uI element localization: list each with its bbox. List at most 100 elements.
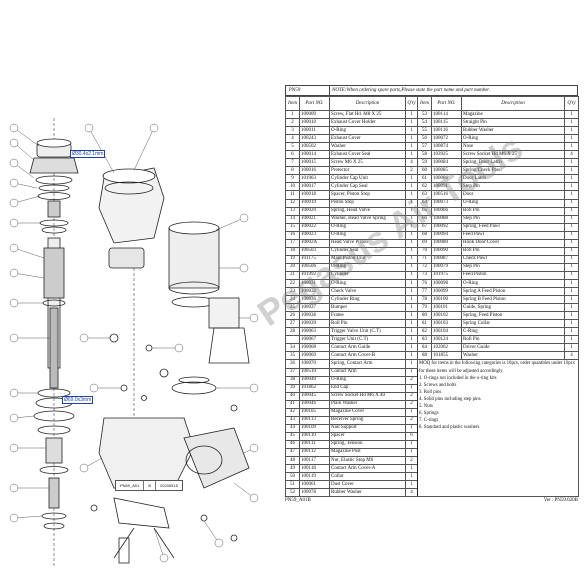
cell-part-no: 101175	[299, 254, 330, 264]
cell-qty: 4	[564, 351, 579, 361]
cell-part-no: 100087	[431, 254, 462, 264]
cell-item: 9	[285, 174, 300, 184]
cell-description: Cylinder	[329, 270, 406, 280]
cell-part-no: 100101	[431, 303, 462, 313]
cell-description: Contact Arm	[329, 367, 406, 377]
exploded-parts-diagram: Ø30.4x2.1mm Ø69.0x3mm	[4, 88, 266, 586]
cell-qty: 1	[405, 295, 418, 305]
col-part-no: Part NO.	[299, 96, 330, 111]
cell-qty: 1	[405, 303, 418, 313]
cell-qty: 1	[405, 150, 418, 160]
cell-part-no: 100019	[299, 198, 330, 208]
cell-part-no: 100102	[431, 311, 462, 321]
cell-part-no: 100023	[299, 230, 330, 240]
cell-description: Spring A Feed Piston	[461, 287, 565, 297]
cell-part-no: 100502	[299, 142, 330, 152]
cell-part-no: 100021	[299, 214, 330, 224]
cell-description: Step Pin	[461, 262, 565, 272]
cell-item: 16	[285, 230, 300, 240]
moq-note-text: MOQ for items in the following categorie…	[419, 361, 575, 374]
cell-description: Straight Pin	[461, 118, 565, 128]
cell-item: 65	[417, 206, 432, 216]
cell-description: Bumper	[329, 303, 406, 313]
cell-part-no: 100112	[299, 447, 330, 458]
cell-description: Step Pin	[461, 182, 565, 192]
cell-item: 79	[417, 303, 432, 313]
parts-list-sheet: PN59 NOTE:When ordering spare parts,Plea…	[285, 85, 579, 504]
cell-part-no: 100011	[299, 126, 330, 136]
cell-part-no: 100015	[299, 158, 330, 168]
cell-part-no: 100098	[431, 278, 462, 289]
cell-item: 60	[417, 166, 432, 176]
cell-qty: 1	[405, 311, 418, 321]
cell-description: Spring, Contact Arm	[329, 359, 406, 369]
cell-description: Piston Stop	[329, 198, 406, 208]
cell-description: Spring, Feed Pawl	[461, 222, 565, 232]
dimension-label-top: Ø30.4x2.1mm	[70, 150, 106, 158]
cell-item: 11	[285, 190, 300, 200]
cell-part-no: 100118	[299, 464, 330, 474]
cell-description: Roll Pin	[461, 335, 565, 345]
cell-qty: 1	[564, 118, 579, 128]
cell-part-no: 100114	[431, 109, 462, 120]
cell-description: Trigger Valve Unit (C.T)	[329, 327, 406, 337]
cell-qty: 4	[405, 488, 418, 498]
cell-description: Feed Piston	[461, 270, 565, 280]
cell-description: Contact Arm Cover-A	[329, 464, 406, 474]
cell-item: 41	[285, 399, 300, 409]
cell-description: Frame	[329, 311, 406, 321]
cell-qty: 2	[405, 456, 418, 466]
cell-part-no: 100073	[431, 198, 462, 208]
cell-item: 13	[285, 206, 300, 216]
cell-description: Step Pin	[461, 214, 565, 224]
sheet-footer-right: Ver : PN59.020B	[543, 498, 578, 504]
cell-part-no: 100109	[299, 423, 330, 433]
cell-item: 80	[417, 311, 432, 321]
cell-item: 58	[417, 150, 432, 160]
cell-qty: 2	[405, 166, 418, 176]
cell-description: Main Piston Unit	[329, 254, 406, 264]
cell-description: Screw Socket Hd M6 X 40	[329, 391, 406, 401]
cell-qty: 1	[564, 278, 579, 289]
cell-qty: 4	[405, 158, 418, 168]
cell-qty: 1	[405, 182, 418, 192]
cell-description: Screw, Flat Hd. M8 X 25	[329, 109, 406, 120]
col-description: Description	[329, 96, 406, 111]
cell-description: Driver Guide	[461, 343, 565, 353]
cell-item: 48	[285, 456, 300, 466]
cell-part-no: 100046	[299, 399, 330, 409]
cell-qty: 1	[564, 319, 579, 329]
cell-qty: 1	[405, 407, 418, 417]
cell-part-no: 100084	[431, 158, 462, 168]
cell-item: 14	[285, 214, 300, 224]
cell-description: Spacer	[329, 431, 406, 441]
cell-description: Spring, Head Valve	[329, 206, 406, 216]
cell-item: 26	[285, 311, 300, 321]
cell-part-no: 100110	[299, 431, 330, 441]
cell-description: Nut, Elastic Stop M6	[329, 456, 406, 466]
cell-description: Dust Cover	[329, 480, 406, 490]
cell-description: O-Ring	[329, 262, 406, 272]
cell-part-no: 101855	[431, 351, 462, 361]
cell-qty: 1	[405, 246, 418, 256]
cell-part-no: 101992	[299, 270, 330, 280]
cell-item: 53	[417, 109, 432, 120]
cell-qty: 1	[564, 182, 579, 192]
cell-part-no: 100040	[299, 375, 330, 385]
cell-qty: 1	[564, 158, 579, 168]
cell-description: O-Ring	[329, 126, 406, 136]
cell-item: 1	[285, 109, 300, 120]
cell-part-no: 100104	[431, 327, 462, 337]
cell-qty: 1	[405, 464, 418, 474]
cell-part-no: 100079	[431, 262, 462, 272]
cell-qty: 1	[564, 230, 579, 240]
exploded-view-drawing	[9, 118, 259, 568]
